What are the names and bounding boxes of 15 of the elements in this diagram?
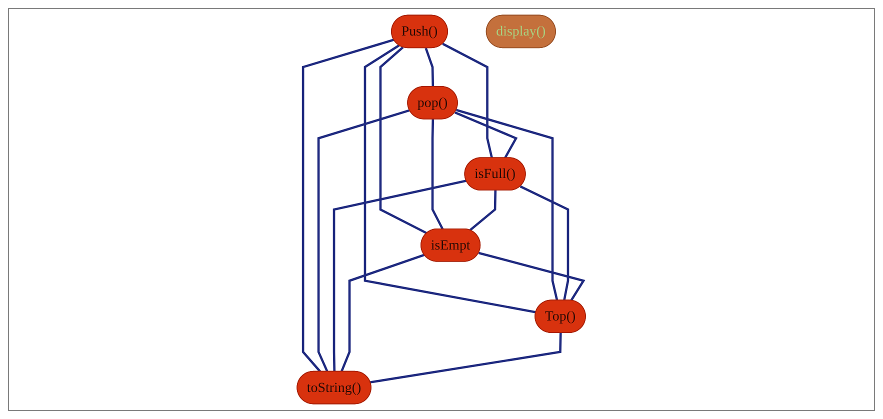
connector <box>478 252 586 302</box>
connector <box>424 48 434 87</box>
connector <box>370 332 562 384</box>
connector <box>340 254 425 372</box>
connector <box>364 44 536 314</box>
connector <box>380 46 428 234</box>
connector <box>333 180 467 372</box>
connector <box>302 38 394 372</box>
connector <box>520 185 570 301</box>
connector <box>432 119 444 230</box>
connector <box>454 111 518 159</box>
connector <box>442 42 494 158</box>
connector <box>469 190 497 232</box>
connector <box>318 109 410 372</box>
connector <box>456 108 558 301</box>
